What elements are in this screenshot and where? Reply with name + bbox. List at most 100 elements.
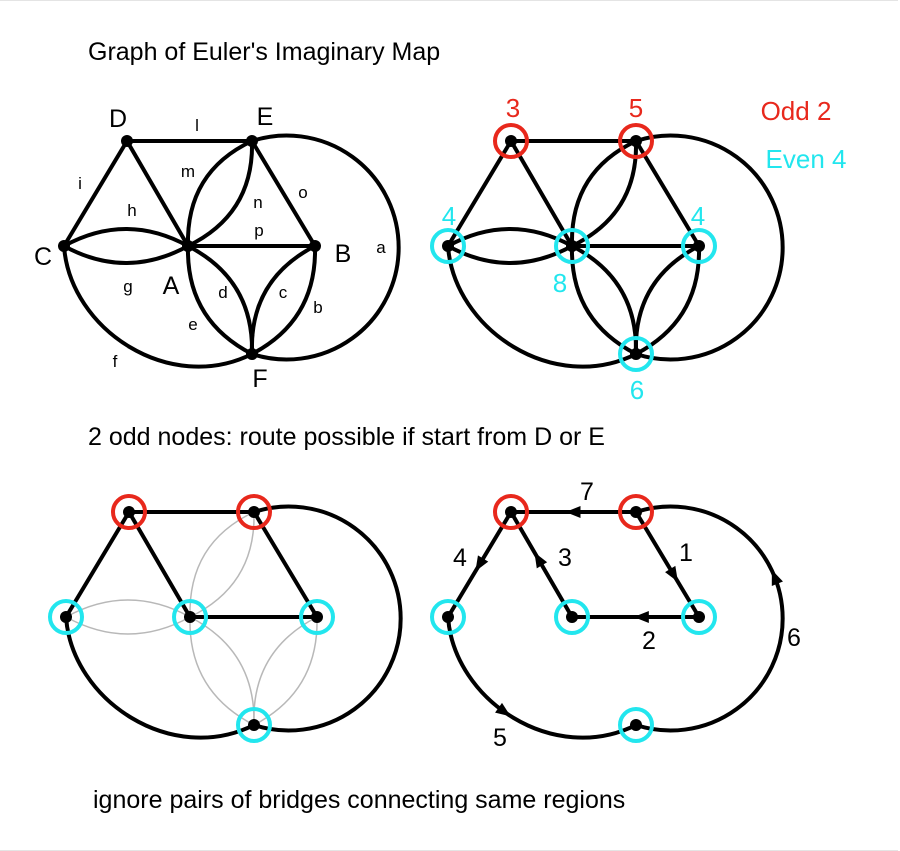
middle-caption: 2 odd nodes: route possible if start fro… bbox=[88, 423, 605, 451]
node-label-A: A bbox=[163, 272, 180, 300]
node-A bbox=[566, 240, 578, 252]
odd-node-ring-D bbox=[493, 123, 529, 159]
edge-label-n: n bbox=[253, 193, 262, 212]
node-B bbox=[693, 611, 705, 623]
node-F bbox=[246, 348, 258, 360]
edge-label-g: g bbox=[123, 277, 132, 296]
odd-node-ring-E bbox=[618, 123, 654, 159]
route-step-label: 6 bbox=[787, 624, 801, 652]
node-A bbox=[184, 611, 196, 623]
g1-edge-e bbox=[185, 245, 253, 356]
node-E bbox=[630, 506, 642, 518]
node-C bbox=[58, 240, 70, 252]
g3-edge-f bbox=[64, 616, 255, 740]
node-C bbox=[442, 611, 454, 623]
node-E bbox=[630, 135, 642, 147]
node-D bbox=[123, 506, 135, 518]
node-F bbox=[630, 719, 642, 731]
node-D bbox=[505, 506, 517, 518]
degree-label-B: 4 bbox=[691, 201, 705, 231]
g1-edge-b bbox=[251, 245, 318, 356]
route-step-label: 3 bbox=[558, 544, 572, 572]
node-label-B: B bbox=[335, 240, 352, 268]
g2-edge-i bbox=[446, 139, 513, 248]
node-A bbox=[182, 240, 194, 252]
odd-node-ring-D bbox=[111, 494, 147, 530]
node-E bbox=[246, 135, 258, 147]
route-arrow-icon bbox=[534, 552, 548, 569]
node-D bbox=[121, 135, 133, 147]
diagram-title: Graph of Euler's Imaginary Map bbox=[88, 38, 441, 66]
edge-label-o: o bbox=[298, 183, 307, 202]
edge-label-p: p bbox=[254, 221, 263, 240]
node-B bbox=[309, 240, 321, 252]
g3-edge-o bbox=[252, 510, 319, 619]
node-label-C: C bbox=[34, 243, 52, 271]
g1-edge-i bbox=[62, 139, 129, 248]
route-arrow-icon bbox=[665, 565, 678, 582]
route-arrow-icon bbox=[565, 506, 581, 518]
g3-edge-i bbox=[64, 510, 131, 619]
node-D bbox=[505, 135, 517, 147]
even-node-ring-A bbox=[172, 599, 208, 635]
even-node-ring-B bbox=[681, 228, 717, 264]
bottom-caption: ignore pairs of bridges connecting same … bbox=[93, 786, 626, 814]
g2-edge-o bbox=[634, 139, 701, 248]
node-B bbox=[311, 611, 323, 623]
degree-label-F: 6 bbox=[630, 375, 644, 405]
even-node-ring-F bbox=[236, 707, 272, 743]
edge-label-l: l bbox=[195, 116, 199, 135]
route-edge-6 bbox=[635, 504, 785, 733]
node-F bbox=[248, 719, 260, 731]
node-label-E: E bbox=[257, 103, 274, 131]
node-B bbox=[693, 240, 705, 252]
edge-label-d: d bbox=[218, 283, 227, 302]
legend-even: Even 4 bbox=[766, 144, 847, 174]
g2-edge-h bbox=[447, 227, 573, 248]
odd-node-ring-E bbox=[236, 494, 272, 530]
edge-label-c: c bbox=[279, 283, 288, 302]
g3-edge-g bbox=[65, 616, 191, 635]
route-step-label: 1 bbox=[679, 539, 693, 567]
g1-edge-c bbox=[249, 244, 316, 355]
g1-edge-f bbox=[62, 245, 253, 369]
even-node-ring-C bbox=[48, 599, 84, 635]
route-arrow-icon bbox=[771, 569, 783, 586]
g3-edge-h bbox=[65, 599, 191, 618]
route-step-label: 2 bbox=[642, 627, 656, 655]
route-edge-5 bbox=[446, 616, 637, 740]
even-node-ring-B bbox=[681, 599, 717, 635]
even-node-ring-A bbox=[554, 228, 590, 264]
route-arrow-icon bbox=[495, 702, 511, 717]
legend-odd: Odd 2 bbox=[761, 96, 832, 126]
g2-edge-g bbox=[447, 244, 573, 265]
g1-edge-k bbox=[125, 139, 190, 248]
even-node-ring-C bbox=[430, 228, 466, 264]
node-A bbox=[566, 611, 578, 623]
g3-edge-k bbox=[127, 510, 192, 619]
node-E bbox=[248, 506, 260, 518]
degree-label-A: 8 bbox=[553, 268, 567, 298]
node-label-D: D bbox=[109, 105, 127, 133]
degree-label-D: 3 bbox=[506, 93, 520, 123]
even-node-ring-B bbox=[299, 599, 335, 635]
g2-edge-k bbox=[509, 139, 574, 248]
even-node-ring-C bbox=[430, 599, 466, 635]
edge-label-b: b bbox=[313, 298, 322, 317]
g1-edge-h bbox=[63, 227, 189, 248]
edge-label-m: m bbox=[181, 162, 195, 181]
even-node-ring-F bbox=[618, 336, 654, 372]
node-C bbox=[442, 240, 454, 252]
simplified-graph bbox=[48, 494, 403, 743]
g1-edge-o bbox=[250, 139, 317, 248]
route-arrow-icon bbox=[475, 555, 489, 572]
edge-label-a: a bbox=[376, 238, 386, 257]
route-arrow-icon bbox=[633, 611, 649, 623]
edge-label-i: i bbox=[78, 174, 82, 193]
route-step-label: 7 bbox=[580, 478, 594, 506]
g1-edge-n bbox=[187, 140, 255, 248]
edge-label-h: h bbox=[127, 201, 136, 220]
node-F bbox=[630, 348, 642, 360]
